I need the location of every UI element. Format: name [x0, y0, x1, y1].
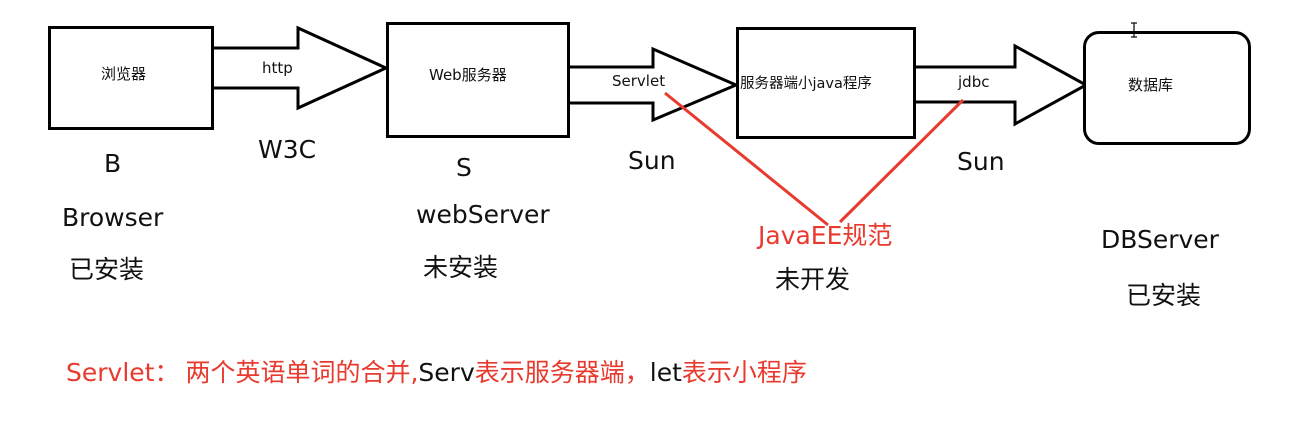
http-label: http [262, 59, 293, 77]
caption-serv: Serv [418, 358, 475, 387]
database-node-label: 数据库 [1128, 76, 1174, 94]
annotation-line-servlet [664, 91, 829, 227]
servlet-caption: Servlet：两个英语单词的合并,Serv表示服务器端，let表示小程序 [66, 360, 807, 385]
webserver-name: webServer [416, 200, 550, 229]
webserver-node-label: Web服务器 [429, 66, 507, 84]
caption-part2: 表示服务器端， [474, 358, 650, 387]
servlet-app-node-label: 服务器端小java程序 [740, 76, 872, 92]
servlet-org-label: Sun [628, 146, 676, 175]
http-arrow [210, 25, 390, 111]
database-status: 已安装 [1126, 281, 1202, 310]
webserver-abbr: S [456, 153, 472, 182]
servlet-label: Servlet [612, 72, 666, 90]
caption-separator: ： [154, 358, 180, 387]
webserver-node: Web服务器 [386, 22, 570, 138]
caption-term: Servlet [66, 358, 155, 387]
jdbc-org-label: Sun [957, 147, 1005, 176]
javaee-annotation: JavaEE规范 [758, 221, 893, 250]
webserver-status: 未安装 [423, 253, 499, 282]
servlet-app-status: 未开发 [775, 265, 851, 294]
database-name: DBServer [1101, 225, 1219, 254]
browser-status: 已安装 [69, 255, 145, 284]
caption-part3: 表示小程序 [681, 358, 807, 387]
database-node: 数据库 [1083, 31, 1251, 145]
browser-name: Browser [62, 203, 164, 232]
caption-part1: 两个英语单词的合并, [185, 358, 419, 387]
w3c-label: W3C [258, 135, 317, 164]
browser-node: 浏览器 [48, 26, 214, 130]
annotation-line-jdbc [838, 98, 965, 224]
caption-let: let [649, 358, 682, 387]
browser-abbr: B [104, 149, 122, 178]
servlet-arrow [566, 46, 740, 123]
servlet-app-node: 服务器端小java程序 [736, 27, 916, 139]
jdbc-label: jdbc [958, 73, 990, 91]
browser-node-label: 浏览器 [101, 65, 147, 83]
text-cursor-icon [1131, 22, 1137, 38]
jdbc-arrow [911, 43, 1090, 127]
